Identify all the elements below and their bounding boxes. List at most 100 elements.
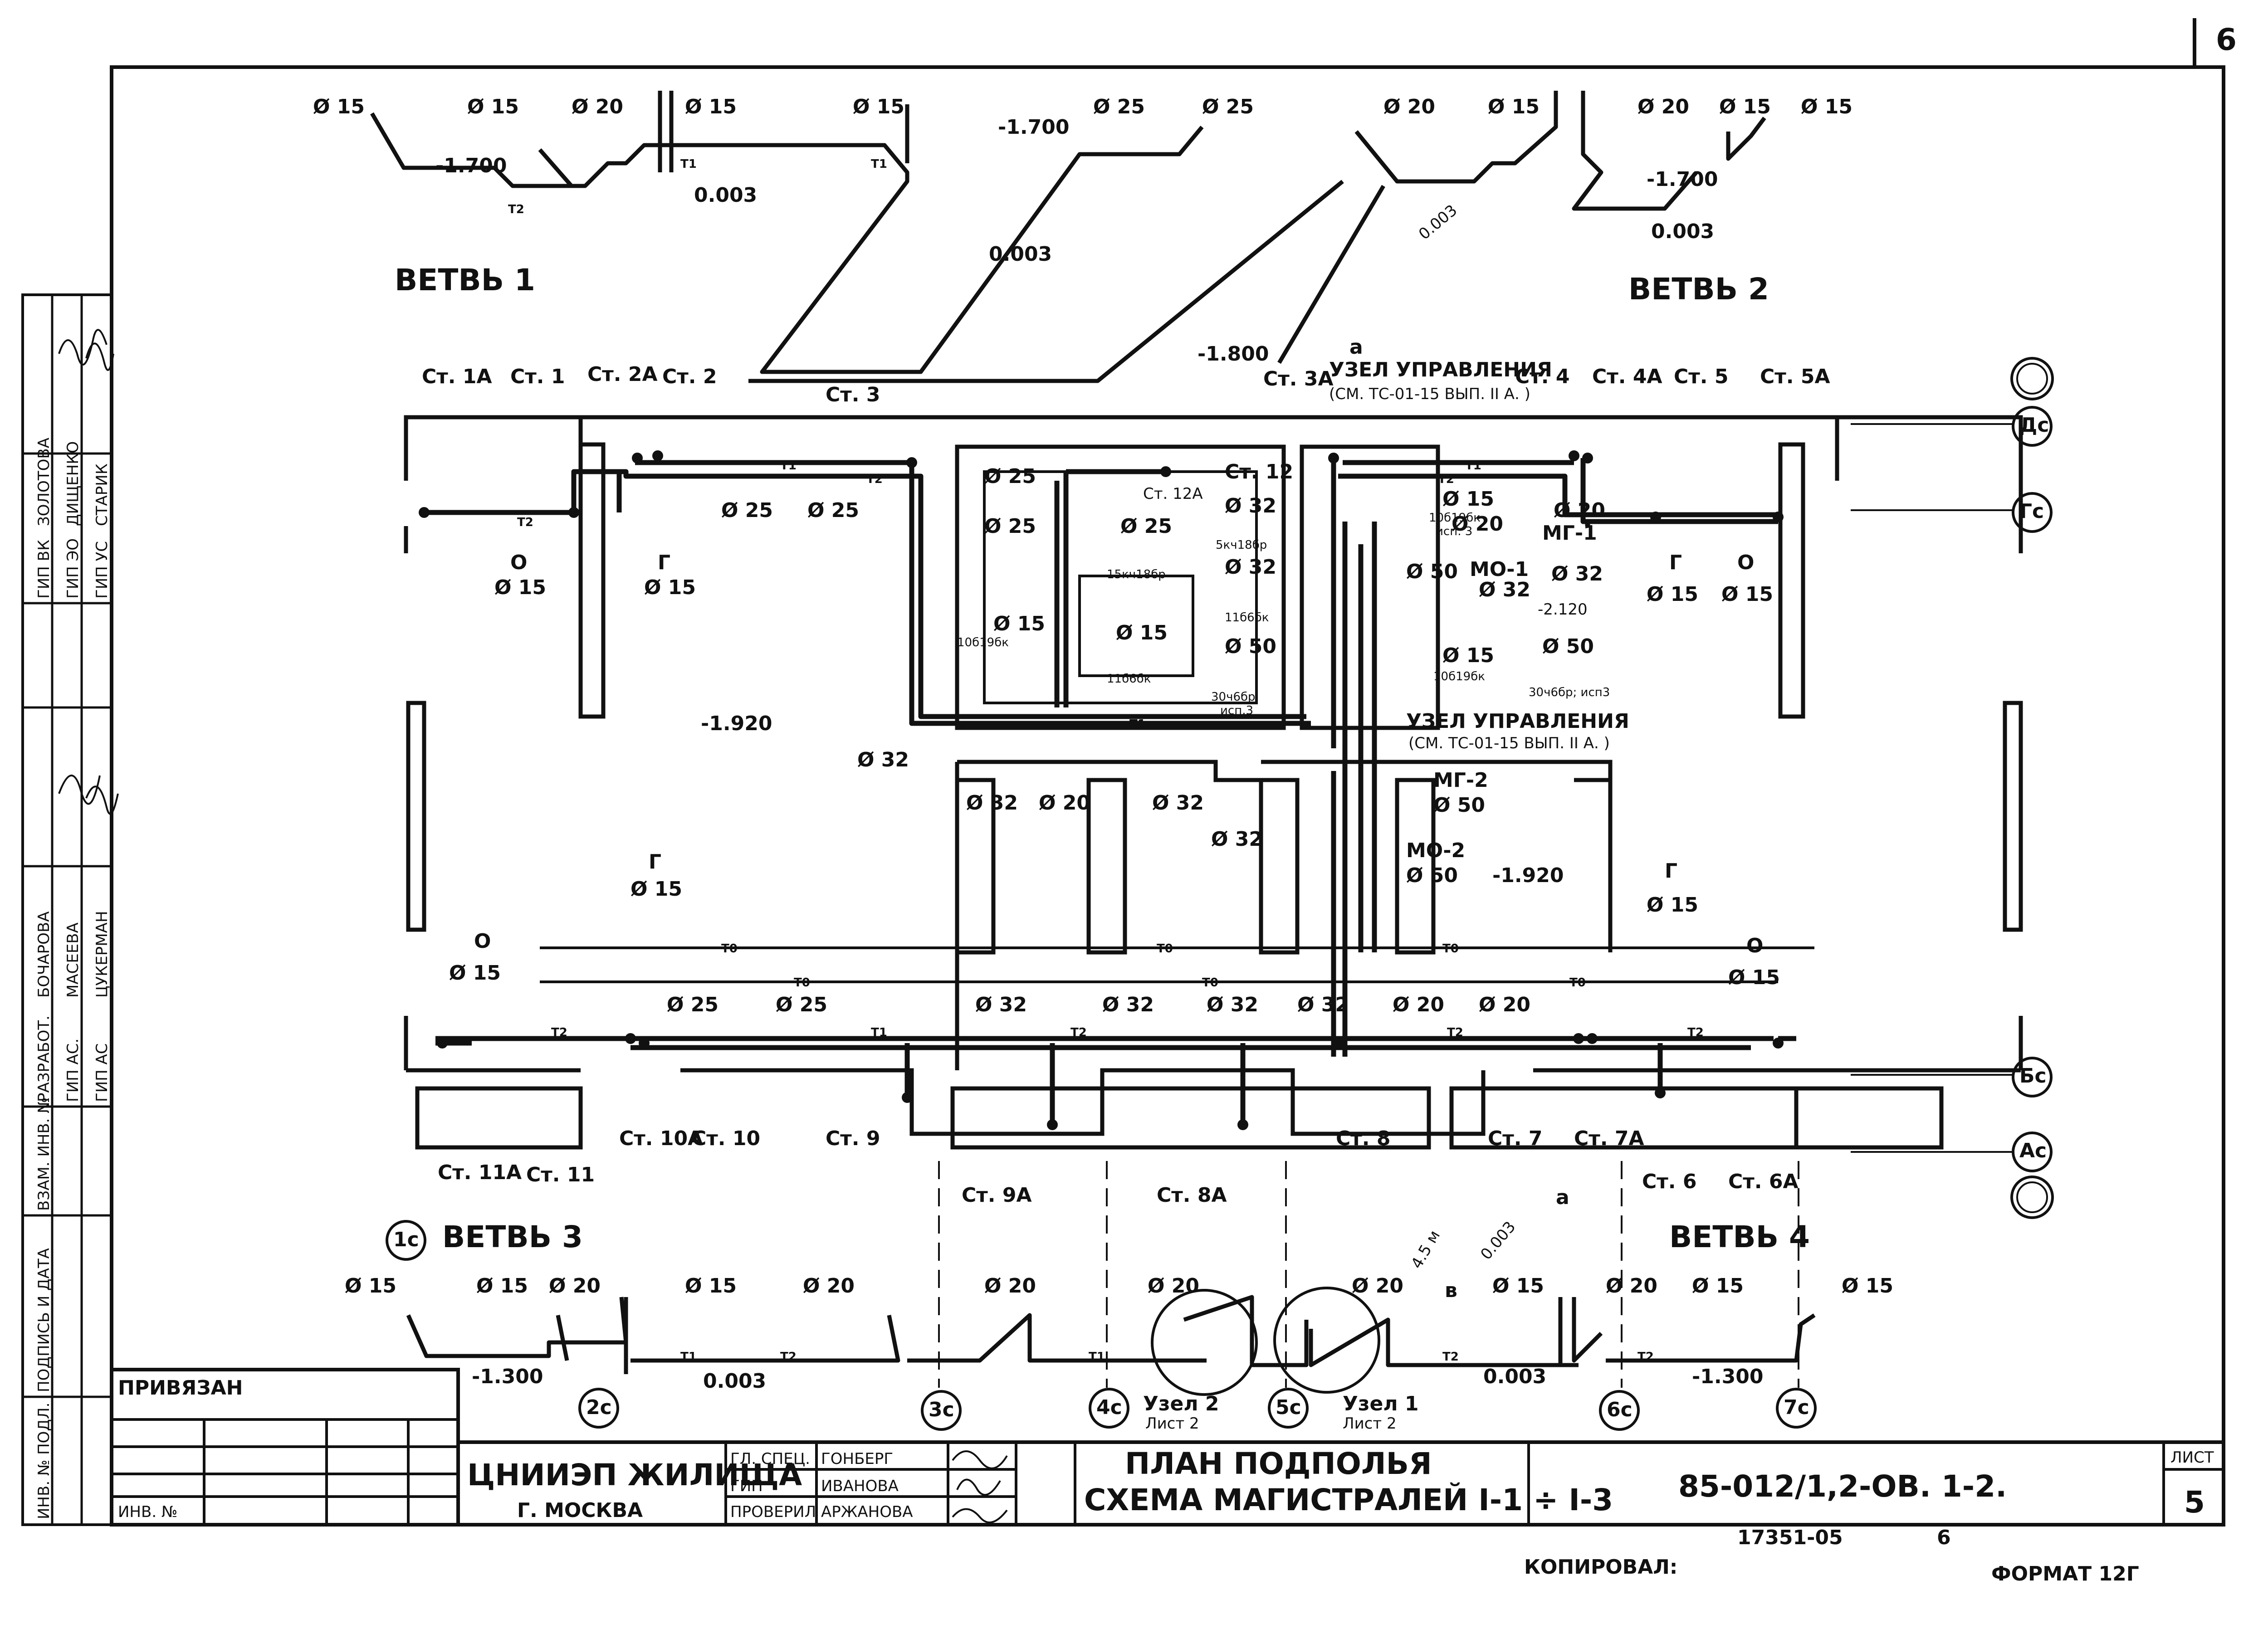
svg-text:Ø 32: Ø 32: [975, 993, 1027, 1016]
svg-text:0.003: 0.003: [703, 1370, 766, 1393]
svg-text:Ø 32: Ø 32: [1225, 556, 1276, 579]
svg-text:Ø 20: Ø 20: [572, 95, 623, 118]
side-col-inv-orig: ИНВ. № ПОДЛ.: [35, 1403, 53, 1519]
svg-text:МГ-1: МГ-1: [1542, 522, 1597, 545]
svg-text:Узел 1: Узел 1: [1343, 1392, 1419, 1415]
svg-text:Ø 20: Ø 20: [1393, 993, 1444, 1016]
svg-text:Т0: Т0: [1157, 942, 1173, 956]
svg-text:О: О: [1737, 551, 1754, 574]
svg-text:Г: Г: [1669, 551, 1682, 574]
riser-10A: Ст. 10А: [619, 1127, 703, 1150]
side-role-1: ГИП ЭО: [64, 538, 82, 599]
svg-text:-1.920: -1.920: [701, 712, 772, 735]
svg-text:Т1: Т1: [1465, 459, 1481, 473]
svg-text:Ø 15: Ø 15: [644, 576, 696, 599]
pipelines-plan: [424, 458, 1814, 1125]
detail-node-circles: [1151, 1287, 1380, 1396]
svg-text:Ø 20: Ø 20: [1148, 1274, 1199, 1297]
svg-text:Узел 2: Узел 2: [1143, 1392, 1219, 1415]
svg-text:Ø 20: Ø 20: [984, 1274, 1036, 1297]
title-block-lines: [112, 1368, 2224, 1525]
svg-text:Ø 15: Ø 15: [449, 961, 501, 985]
side-stamp: [21, 293, 113, 1526]
svg-text:Т2: Т2: [1070, 1026, 1087, 1039]
svg-text:5кч18бр: 5кч18бр: [1216, 538, 1267, 552]
svg-text:0.003: 0.003: [1651, 220, 1714, 243]
svg-text:Г: Г: [658, 551, 670, 574]
svg-text:Ø 20: Ø 20: [1039, 791, 1090, 815]
svg-text:Ø 15: Ø 15: [494, 576, 546, 599]
node-labels: МО-1 МГ-1 МГ-2 МО-2 О Г Г О Г О Г О: [474, 522, 1763, 957]
svg-text:Ø 15: Ø 15: [1488, 95, 1540, 118]
svg-text:-1.700: -1.700: [998, 116, 1069, 139]
svg-text:Ø 15: Ø 15: [1492, 1274, 1544, 1297]
svg-text:Ø 32: Ø 32: [1297, 993, 1349, 1016]
tb-city: Г. МОСКВА: [517, 1499, 643, 1522]
svg-text:Ø 15: Ø 15: [1647, 583, 1698, 606]
side-role-4: ГИП АС.: [64, 1039, 82, 1102]
svg-text:Т0: Т0: [1569, 976, 1586, 990]
svg-text:Т2: Т2: [866, 473, 883, 486]
riser-12A: Ст. 12А: [1143, 485, 1203, 503]
svg-text:Ø 20: Ø 20: [1479, 993, 1530, 1016]
svg-text:Г: Г: [649, 850, 661, 873]
branch-3-title: ВЕТВЬ 3: [442, 1219, 583, 1254]
svg-text:Ø 20: Ø 20: [549, 1274, 601, 1297]
svg-text:Ø 15: Ø 15: [1647, 893, 1698, 917]
svg-text:-1.300: -1.300: [1692, 1365, 1763, 1388]
axis-3c: 3с: [929, 1398, 954, 1421]
svg-text:-1.920: -1.920: [1492, 864, 1564, 887]
svg-text:Ø 15: Ø 15: [685, 95, 737, 118]
svg-text:Ø 25: Ø 25: [1093, 95, 1145, 118]
svg-text:Ø 32: Ø 32: [1207, 993, 1258, 1016]
svg-text:Ø 20: Ø 20: [1383, 95, 1435, 118]
svg-text:Ø 25: Ø 25: [1120, 515, 1172, 538]
side-col-sign-date: ПОДПИСЬ И ДАТА: [35, 1248, 53, 1392]
svg-text:Ø 25: Ø 25: [721, 499, 773, 522]
svg-text:Ø 15: Ø 15: [1719, 95, 1771, 118]
control-unit-1: УЗЕЛ УПРАВЛЕНИЯ: [1329, 358, 1552, 381]
svg-text:Ø 15: Ø 15: [993, 612, 1045, 635]
tb-name-0: ГОНБЕРГ: [821, 1450, 893, 1468]
svg-text:О: О: [510, 551, 527, 574]
svg-text:-1.700: -1.700: [1647, 168, 1718, 191]
equipment-labels: 15кч18бр 11б6бк 10б19бк 30ч6бр исп.3 5кч…: [957, 511, 1610, 717]
riser-dots: [419, 450, 1784, 1130]
tb-inv: ИНВ. №: [118, 1503, 177, 1521]
branch-schemes: [370, 91, 1816, 1374]
side-name-4: МАСЕЕВА: [64, 922, 82, 998]
riser-1A: Ст. 1А: [422, 365, 492, 388]
riser-11A: Ст. 11А: [438, 1161, 522, 1184]
riser-2A: Ст. 2А: [587, 363, 658, 386]
svg-text:МО-1: МО-1: [1470, 558, 1529, 581]
side-name-3: БОЧАРОВА: [35, 911, 53, 998]
svg-text:Т2: Т2: [1442, 1350, 1459, 1364]
tb-sheet-label: ЛИСТ: [2170, 1449, 2214, 1467]
riser-7A: Ст. 7А: [1574, 1127, 1644, 1150]
svg-text:4.5 м: 4.5 м: [1408, 1227, 1444, 1272]
svg-text:Т2: Т2: [1438, 473, 1454, 486]
svg-text:-2.120: -2.120: [1538, 600, 1588, 619]
svg-text:Т1: Т1: [1129, 717, 1146, 731]
svg-text:Ø 15: Ø 15: [1442, 488, 1494, 511]
svg-text:Т1: Т1: [780, 459, 797, 473]
diameter-labels: Ø 15 Ø 15 Ø 20 Ø 15 Ø 15 Ø 25 Ø 25 Ø 20 …: [313, 95, 1893, 1297]
svg-text:Т0: Т0: [721, 942, 738, 956]
svg-text:Т2: Т2: [1447, 1026, 1463, 1039]
riser-10: Ст. 10: [692, 1127, 760, 1150]
side-col-replace: ВЗАМ. ИНВ. №: [35, 1097, 53, 1211]
svg-text:Ø 25: Ø 25: [807, 499, 859, 522]
svg-text:Ø 20: Ø 20: [1352, 1274, 1403, 1297]
svg-text:Ø 32: Ø 32: [1152, 791, 1204, 815]
control-unit-2: УЗЕЛ УПРАВЛЕНИЯ: [1406, 710, 1629, 733]
branch-1-title: ВЕТВЬ 1: [395, 263, 535, 298]
axis-5c: 5с: [1276, 1396, 1301, 1419]
axis-7c: 7с: [1784, 1396, 1809, 1419]
svg-text:Лист 2: Лист 2: [1343, 1415, 1397, 1433]
svg-text:Ø 50: Ø 50: [1406, 560, 1458, 583]
svg-text:Т1: Т1: [680, 1350, 697, 1364]
svg-text:исп. 3: исп. 3: [1436, 525, 1472, 538]
svg-text:0.003: 0.003: [1477, 1218, 1519, 1263]
svg-text:Ø 32: Ø 32: [1551, 562, 1603, 585]
tb-doc-code: 85-012/1,2-ОВ. 1-2.: [1678, 1469, 2007, 1504]
